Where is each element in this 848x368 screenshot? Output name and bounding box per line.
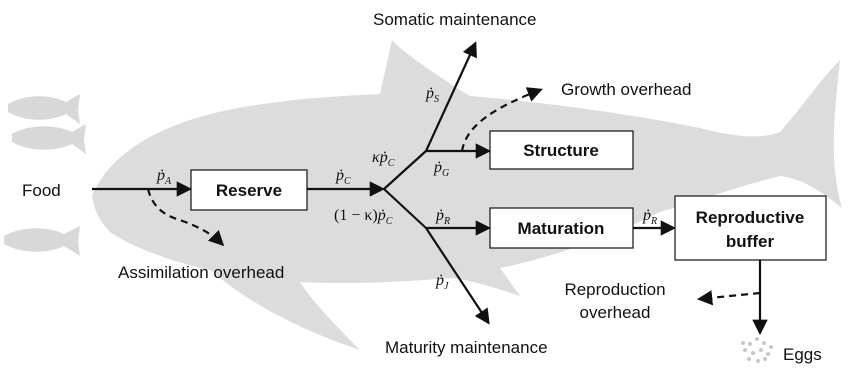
flux-reproduction-1: ṗR xyxy=(435,207,450,227)
reproduction-overhead-arrow xyxy=(696,290,761,306)
reserve-label: Reserve xyxy=(216,181,282,200)
small-fish-group xyxy=(4,94,86,256)
maturity-maintenance-arrow xyxy=(425,227,490,325)
flux-growth: ṗG xyxy=(433,159,449,179)
reproductive-buffer-box: Reproductive buffer xyxy=(674,195,827,261)
eggs-label: Eggs xyxy=(783,345,822,364)
somatic-maintenance-label: Somatic maintenance xyxy=(373,10,536,29)
assimilation-overhead-label: Assimilation overhead xyxy=(118,263,284,282)
flux-somatic: ṗS xyxy=(425,85,439,105)
flux-maturity: ṗJ xyxy=(435,272,449,292)
assimilation-overhead-arrow xyxy=(146,188,225,247)
reproduction-overhead-label-2: overhead xyxy=(580,303,651,322)
kappa-branch xyxy=(383,150,427,190)
somatic-maintenance-arrow xyxy=(424,41,477,152)
flux-kappa-mobilisation: κṗC xyxy=(372,149,395,169)
maturity-maintenance-label: Maturity maintenance xyxy=(385,338,548,357)
flux-mobilisation: ṗC xyxy=(335,167,351,187)
flow-arrows xyxy=(92,41,768,336)
structure-label: Structure xyxy=(523,141,599,160)
tuna-silhouette xyxy=(92,40,842,350)
reproductive-buffer-label-1: Reproductive xyxy=(696,208,805,227)
flux-reproduction-2: ṗR xyxy=(642,207,657,227)
structure-box: Structure xyxy=(489,130,634,170)
maturation-box: Maturation xyxy=(489,207,634,249)
flux-assimilation: ṗA xyxy=(156,167,172,187)
eggs-dots xyxy=(741,337,773,363)
one-minus-kappa-branch xyxy=(383,188,427,229)
flux-one-minus-kappa: (1 − κ)ṗC xyxy=(334,207,393,227)
growth-overhead-arrow xyxy=(460,87,543,152)
reproduction-overhead-label-1: Reproduction xyxy=(564,280,665,299)
food-label: Food xyxy=(22,181,61,200)
growth-overhead-label: Growth overhead xyxy=(561,80,691,99)
reserve-box: Reserve xyxy=(190,169,308,211)
maturation-label: Maturation xyxy=(518,219,605,238)
reproductive-buffer-label-2: buffer xyxy=(726,232,775,251)
